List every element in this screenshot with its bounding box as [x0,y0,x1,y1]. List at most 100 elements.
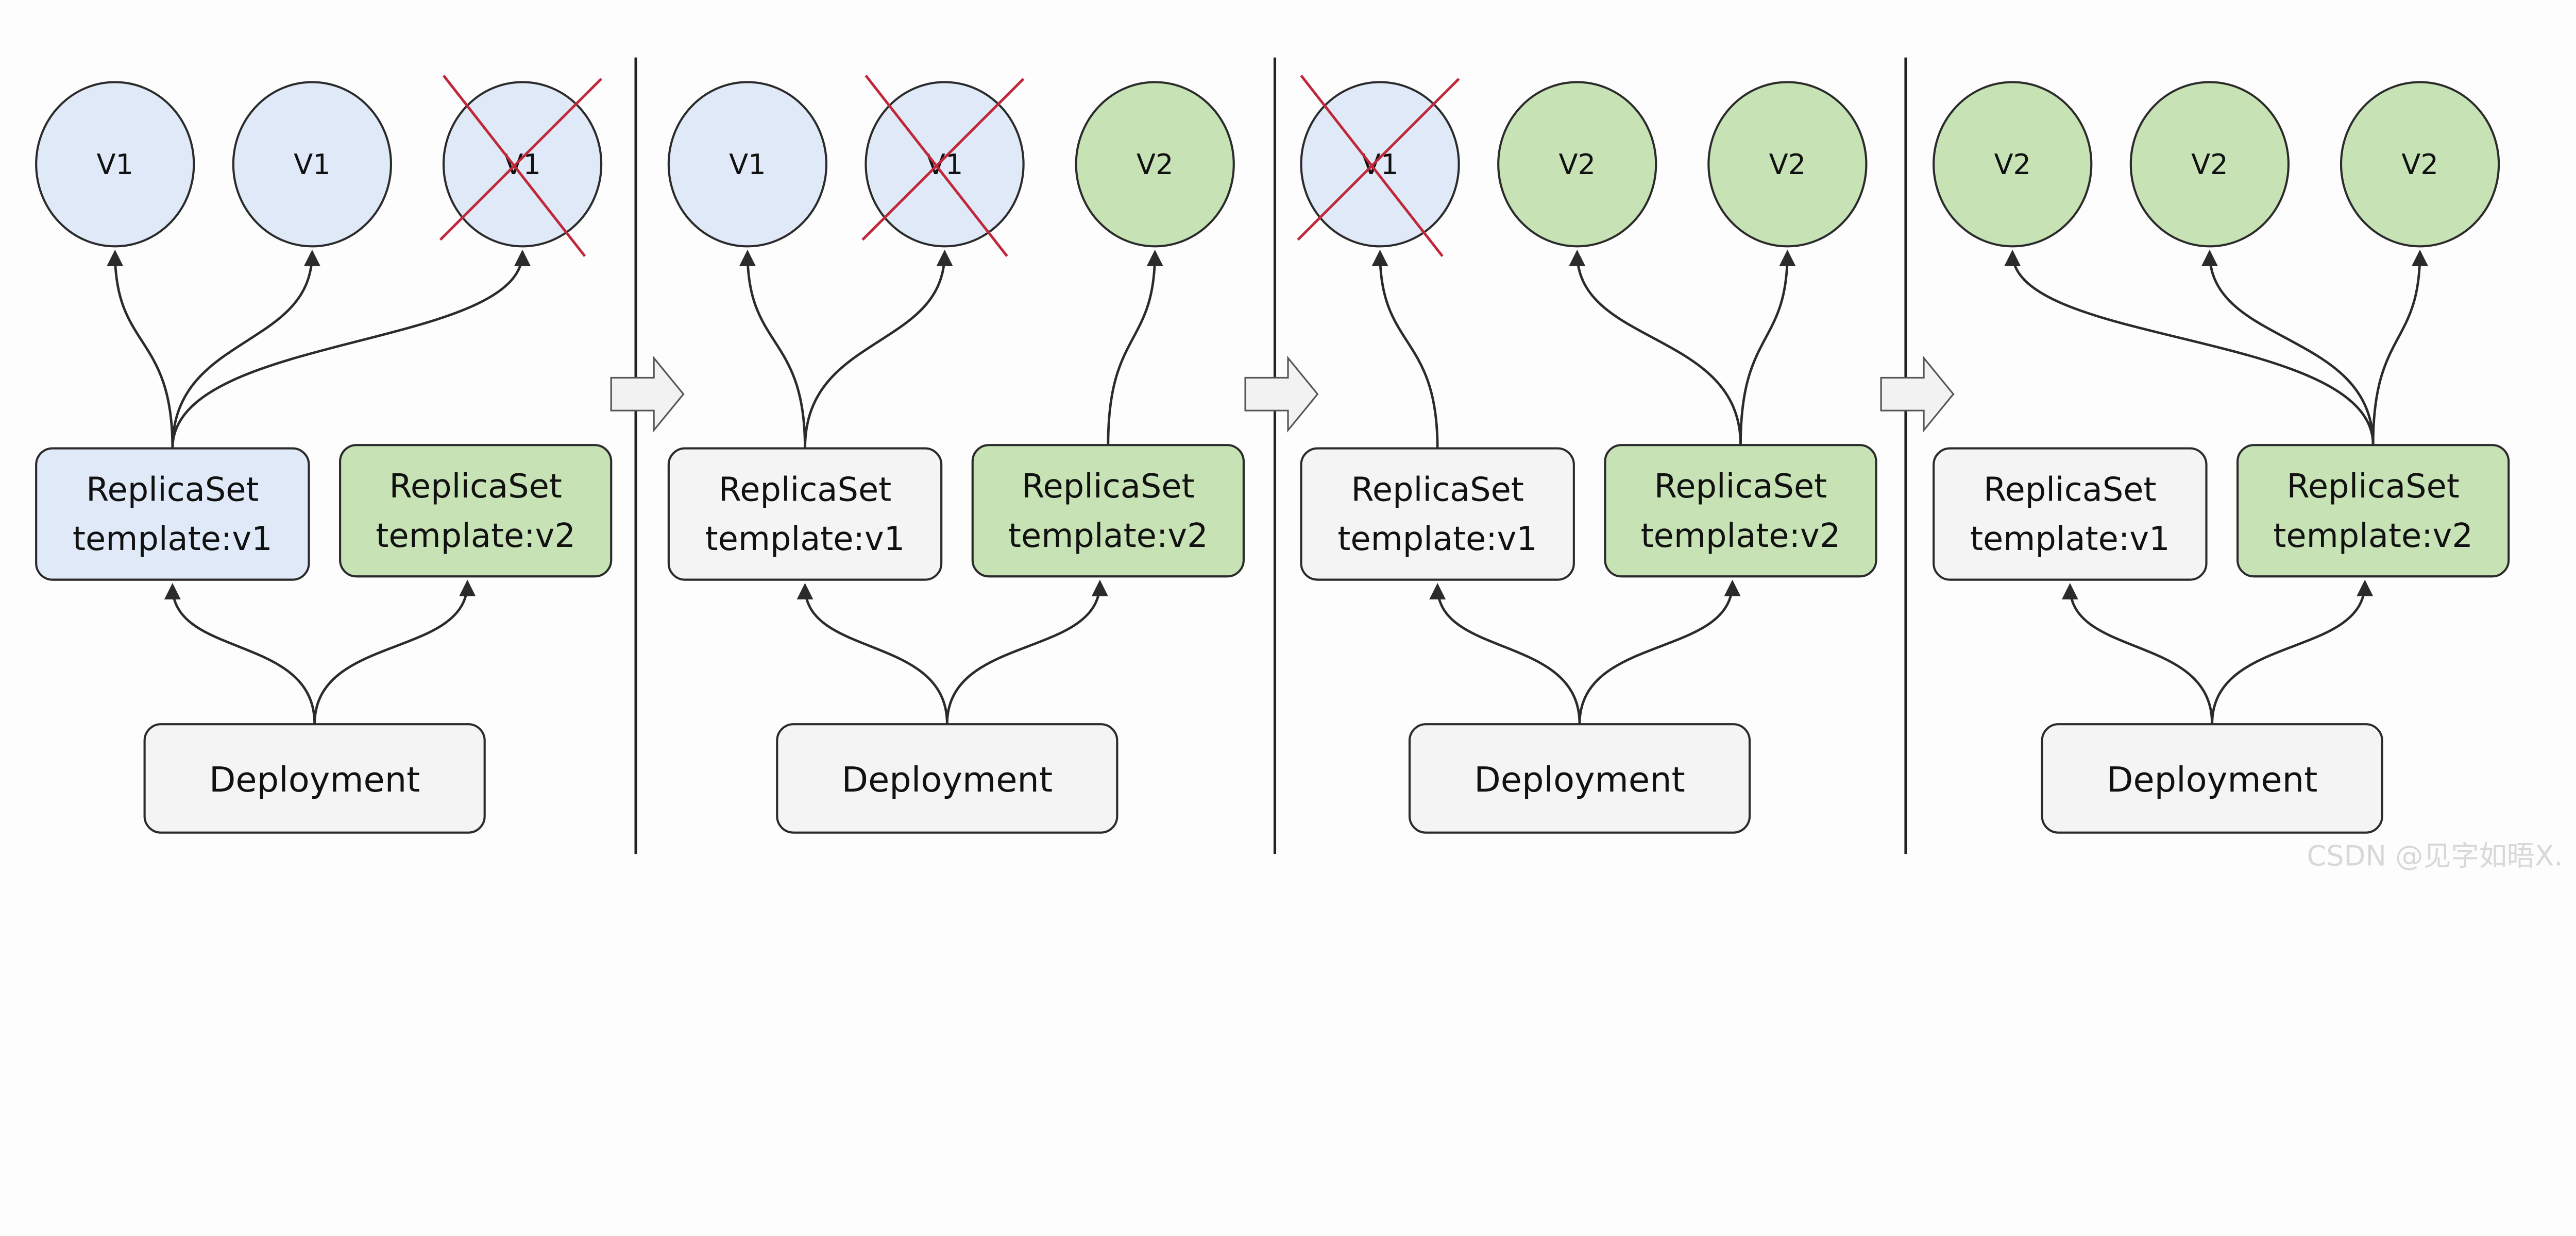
deployment-label: Deployment [209,760,420,800]
rs2-to-pod-arrow [1739,249,1796,445]
pod-label: V2 [1769,148,1806,181]
deployment: Deployment [2041,723,2383,834]
replicaset-title: ReplicaSet [2286,468,2459,506]
replicaset-title: ReplicaSet [1654,468,1827,506]
pod-circle [667,81,828,248]
pod-label: V1 [96,148,133,181]
pod-v1: V1 [1297,75,1460,258]
deployment-to-replicaset-arrow [796,583,948,725]
replicaset-v2-box [1604,444,1877,578]
pod-circle [232,81,393,248]
deployment-to-replicaset-arrow [945,579,1108,725]
deployment-label: Deployment [842,760,1053,800]
rs1-to-pod-arrow [1371,249,1439,449]
replicaset-v1: ReplicaSet template:v1 [1933,447,2208,581]
pod-circle [1933,81,2093,248]
pod-v1: V1 [35,81,195,248]
pod-v2: V2 [2340,81,2500,248]
replicaset-v1: ReplicaSet template:v1 [35,447,310,581]
watermark: CSDN @见字如晤X. [2307,839,2563,872]
replicaset-v1-box [667,447,943,581]
replicaset-template: template:v1 [1970,520,2170,558]
replicaset-template: template:v2 [2273,517,2473,555]
rs1-to-pod-arrow [107,249,174,449]
replicaset-template: template:v1 [73,520,273,558]
replicaset-v2-box [2236,444,2510,578]
deployment-box [2041,723,2383,834]
pod-v2: V2 [2129,81,2290,248]
rs2-to-pod-arrow [1569,249,1742,445]
deployment-to-replicaset-arrow [313,579,476,725]
deployment-label: Deployment [2107,760,2318,800]
rs1-to-pod-arrow [171,249,320,449]
rs2-to-pod-arrow [2201,249,2375,445]
pod-label: V1 [729,148,766,181]
terminated-cross-icon [1297,78,1460,241]
replicaset-v1-box [35,447,310,581]
pod-label: V2 [1558,148,1596,181]
replicaset-title: ReplicaSet [86,471,259,509]
deployment: Deployment [1408,723,1751,834]
replicaset-v1: ReplicaSet template:v1 [1300,447,1575,581]
replicaset-template: template:v1 [705,520,905,558]
replicaset-title: ReplicaSet [1984,471,2156,509]
pod-circle [35,81,195,248]
rs2-to-pod-arrow [1107,249,1163,445]
replicaset-v1-box [1300,447,1575,581]
pod-label: V2 [2191,148,2228,181]
pod-v1: V1 [667,81,828,248]
deployment-to-replicaset-arrow [2211,579,2374,725]
pod-circle [2340,81,2500,248]
deployment-to-replicaset-arrow [2061,583,2214,725]
replicaset-v2: ReplicaSet template:v2 [1604,444,1877,578]
deployment-box [776,723,1118,834]
replicaset-v2: ReplicaSet template:v2 [2236,444,2510,578]
replicaset-title: ReplicaSet [389,468,562,506]
rs1-to-pod-arrow [739,249,806,449]
replicaset-v1-box [1933,447,2208,581]
deployment: Deployment [776,723,1118,834]
pod-v1: V1 [861,75,1025,258]
deployment-to-replicaset-arrow [164,583,316,725]
pod-v2: V2 [1075,81,1235,248]
next-step-arrow-icon [1880,355,1955,433]
pod-circle [1300,81,1460,248]
pod-circle [2129,81,2290,248]
rs1-to-pod-arrow [804,249,953,449]
pod-circle [442,81,603,248]
pod-label: V1 [294,148,331,181]
replicaset-v2-box [339,444,613,578]
deployment-to-replicaset-arrow [1578,579,1741,725]
pod-v2: V2 [1933,81,2093,248]
replicaset-template: template:v2 [376,517,575,555]
replicaset-title: ReplicaSet [719,471,891,509]
pod-v1: V1 [439,75,603,258]
rs2-to-pod-arrow [2004,249,2375,445]
replicaset-template: template:v1 [1337,520,1537,558]
replicaset-template: template:v2 [1641,517,1841,555]
deployment-box [1408,723,1751,834]
deployment-label: Deployment [1474,760,1685,800]
pod-circle [1497,81,1657,248]
deployment-box [143,723,486,834]
replicaset-template: template:v2 [1008,517,1208,555]
pod-circle [1075,81,1235,248]
deployment: Deployment [143,723,486,834]
pod-v2: V2 [1497,81,1657,248]
rs2-to-pod-arrow [2371,249,2428,445]
deployment-to-replicaset-arrow [1429,583,1581,725]
pod-v1: V1 [232,81,393,248]
next-step-arrow-icon [610,355,685,433]
replicaset-v1: ReplicaSet template:v1 [667,447,943,581]
replicaset-title: ReplicaSet [1351,471,1523,509]
terminated-cross-icon [439,78,602,241]
rs1-to-pod-arrow [171,249,531,449]
pod-circle [1707,81,1868,248]
